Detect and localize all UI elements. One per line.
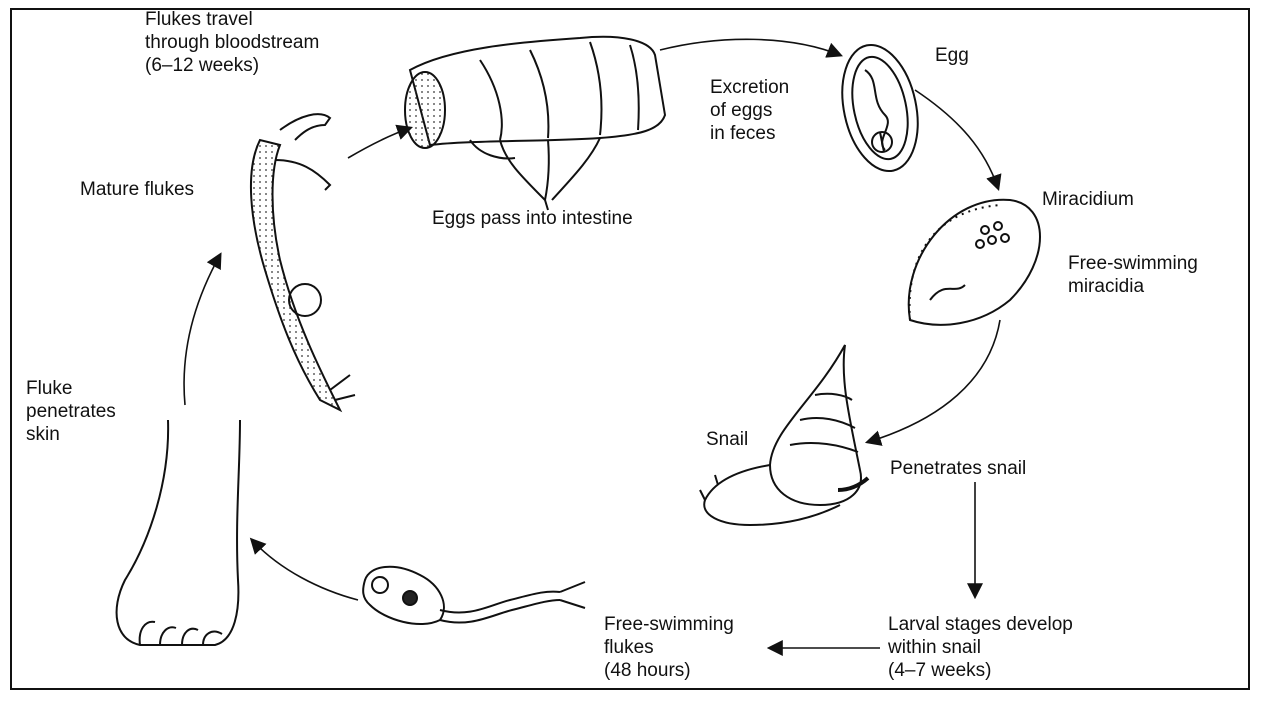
egg-illustration [831, 38, 928, 178]
label-fluke-skin: Fluke penetrates skin [26, 377, 116, 446]
label-flukes-travel: Flukes travel through bloodstream (6–12 … [145, 8, 319, 77]
arrow-miracidium-to-snail [868, 320, 1000, 442]
intestine-illustration [405, 37, 665, 210]
label-eggs-intestine: Eggs pass into intestine [432, 207, 633, 230]
arrow-flukes-to-foot [252, 540, 358, 600]
cercaria-illustration [363, 567, 585, 624]
label-penetrates-snail: Penetrates snail [890, 457, 1026, 480]
label-free-miracidia: Free-swimming miracidia [1068, 252, 1198, 298]
arrow-egg-to-miracidium [915, 90, 998, 188]
label-excretion: Excretion of eggs in feces [710, 76, 789, 145]
foot-illustration [117, 420, 240, 645]
label-free-flukes: Free-swimming flukes (48 hours) [604, 613, 734, 682]
label-egg: Egg [935, 44, 969, 67]
label-mature-flukes: Mature flukes [80, 178, 194, 201]
miracidium-illustration [909, 200, 1040, 325]
label-larval-stages: Larval stages develop within snail (4–7 … [888, 613, 1073, 682]
arrow-foot-to-mature [184, 255, 220, 405]
mature-flukes-illustration [251, 114, 355, 410]
arrow-intestine-to-egg [660, 39, 840, 55]
label-snail: Snail [706, 428, 748, 451]
arrow-bloodstream-to-intestine [348, 128, 410, 158]
label-miracidium: Miracidium [1042, 188, 1134, 211]
